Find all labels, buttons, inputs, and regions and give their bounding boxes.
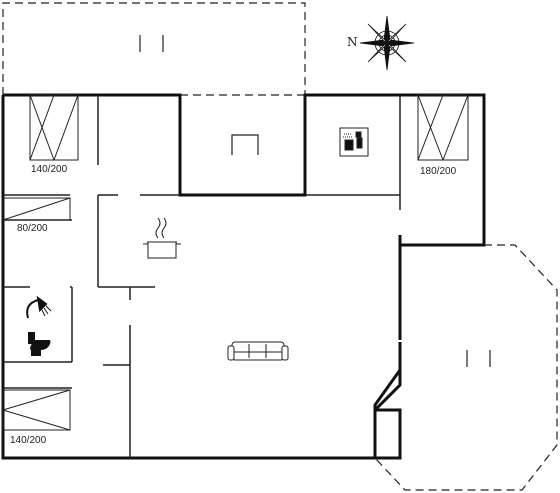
bed-size-label: 140/200 — [10, 435, 47, 446]
bed-icon — [417, 94, 469, 161]
terrace-right — [374, 244, 558, 491]
terrace-top — [2, 2, 306, 96]
exterior-walls — [1, 93, 486, 460]
compass-icon — [359, 15, 415, 71]
bed-size-label: 80/200 — [17, 223, 48, 234]
sauna-icon — [339, 127, 369, 157]
bed-icon — [29, 94, 79, 161]
bed-icon — [2, 197, 71, 221]
cooking-pot-icon — [143, 217, 181, 259]
toilet-icon — [28, 332, 51, 356]
bed-size-label: 140/200 — [31, 164, 68, 175]
fireplace-icon — [231, 134, 259, 155]
bed-size-label: 180/200 — [420, 166, 457, 177]
terrace-divider-icon — [139, 35, 491, 367]
compass-north-label: N — [347, 35, 358, 49]
shower-icon — [26, 295, 52, 319]
sofa-icon — [227, 341, 289, 361]
bed-icon — [2, 389, 71, 431]
